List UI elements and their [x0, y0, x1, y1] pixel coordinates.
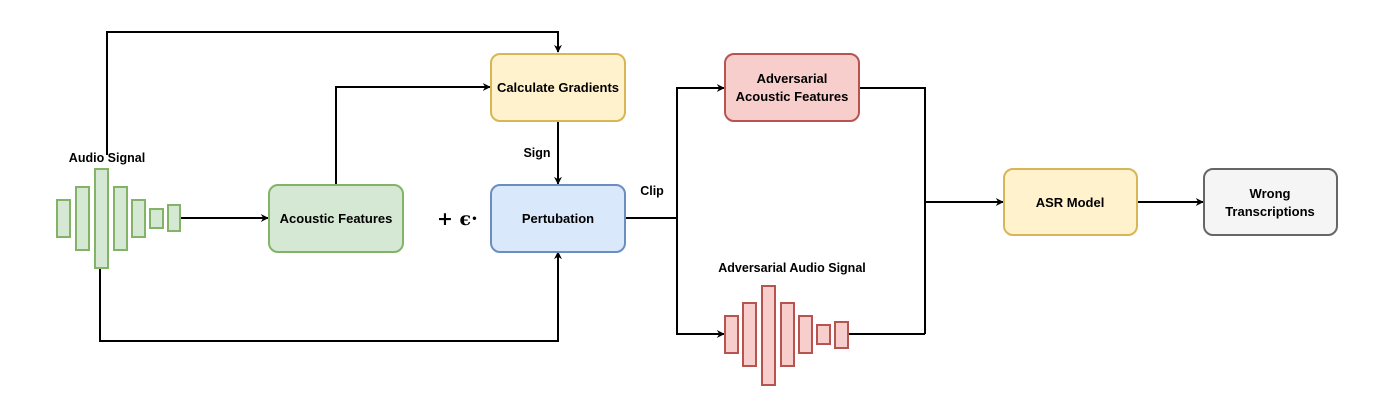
calculate-gradients-label: Calculate Gradients [497, 80, 619, 95]
audio-bar [149, 208, 164, 229]
sign-label: Sign [523, 146, 550, 160]
audio-signal-label: Audio Signal [69, 151, 145, 165]
wrong-transcriptions-node[interactable]: Wrong Transcriptions [1203, 168, 1338, 236]
adversarial-acoustic-features-node[interactable]: Adversarial Acoustic Features [724, 53, 860, 122]
adv-audio-bar [761, 285, 776, 386]
adv-audio-bar [742, 302, 757, 367]
audio-bar [94, 168, 109, 269]
asr-model-label: ASR Model [1036, 195, 1105, 210]
wrong-transcriptions-label-line1: Wrong [1250, 186, 1291, 201]
edge-features-to-gradients [335, 83, 491, 184]
audio-bar [167, 204, 181, 232]
adv-audio-bar [780, 302, 795, 367]
adversarial-audio-waveform [724, 285, 849, 386]
adv-audio-bar [816, 324, 831, 345]
edge-pertubation-to-adv-features [625, 84, 725, 219]
clip-label: Clip [640, 184, 664, 198]
plus-epsilon-label: + ϵ· [437, 208, 478, 230]
edge-audio-to-pertubation [99, 251, 562, 342]
audio-bar [113, 186, 128, 251]
edge-pertubation-to-adv-audio [676, 218, 725, 338]
adversarial-acoustic-features-label-line2: Acoustic Features [736, 89, 849, 104]
adversarial-acoustic-features-label-line1: Adversarial [757, 71, 828, 86]
adv-audio-bar [798, 315, 813, 354]
asr-model-node[interactable]: ASR Model [1003, 168, 1138, 236]
edges [99, 31, 1204, 342]
adversarial-audio-signal-label: Adversarial Audio Signal [718, 261, 866, 275]
edge-adv-features-to-merge [859, 87, 926, 334]
audio-bar [75, 186, 90, 251]
acoustic-features-label: Acoustic Features [280, 211, 393, 226]
calculate-gradients-node[interactable]: Calculate Gradients [490, 53, 626, 122]
pertubation-label: Pertubation [522, 211, 594, 226]
adv-audio-bar [724, 315, 739, 354]
audio-signal-waveform [56, 168, 181, 269]
pertubation-node[interactable]: Pertubation [490, 184, 626, 253]
wrong-transcriptions-label-line2: Transcriptions [1225, 204, 1315, 219]
adv-audio-bar [834, 321, 849, 349]
audio-bar [56, 199, 71, 238]
acoustic-features-node[interactable]: Acoustic Features [268, 184, 404, 253]
edge-audio-to-gradients [106, 31, 562, 155]
audio-bar [131, 199, 146, 238]
